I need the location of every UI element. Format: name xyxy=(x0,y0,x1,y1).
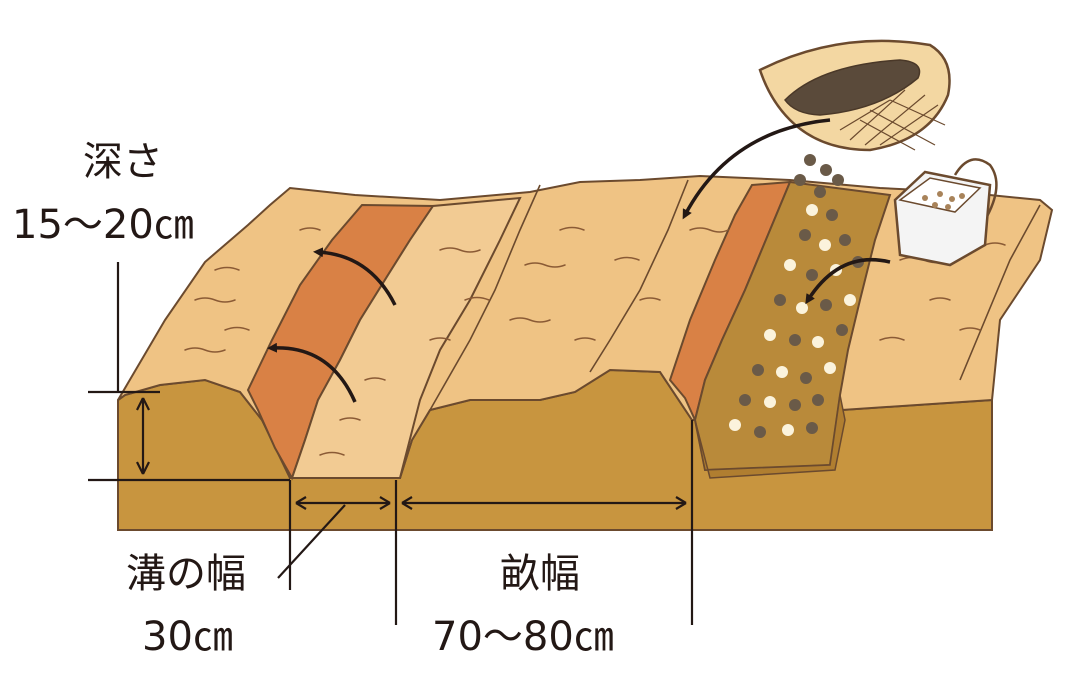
trench-width-value: 30㎝ xyxy=(142,614,233,660)
depth-title: 深さ xyxy=(83,139,163,185)
basket-icon xyxy=(760,41,950,150)
ridge-width-value: 70～80㎝ xyxy=(432,614,614,660)
ridge-width-title: 畝幅 xyxy=(500,551,580,597)
depth-value: 15～20㎝ xyxy=(12,202,194,248)
trench-width-title: 溝の幅 xyxy=(126,551,246,597)
